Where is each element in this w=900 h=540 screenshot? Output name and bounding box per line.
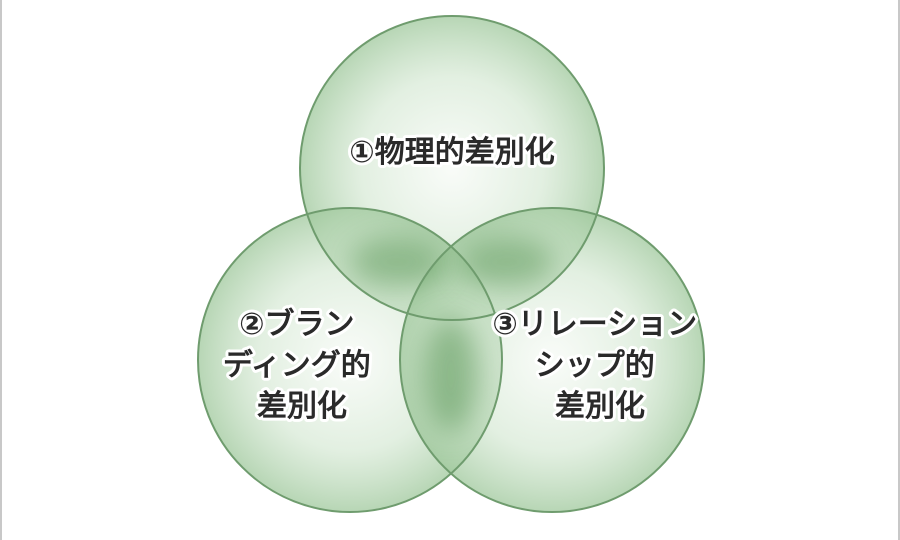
overlap-top-left (349, 236, 445, 288)
circle-physical-outline (299, 15, 605, 321)
circle-branding-outline (197, 207, 503, 513)
label-relationship-line-3: 差別化 (555, 389, 645, 424)
label-branding-differentiation: ②ブラン ディング的 差別化 (223, 307, 381, 424)
label-physical-differentiation: ①物理的差別化 (349, 135, 554, 170)
overlap-left-right (423, 317, 479, 433)
label-physical-line-1: ①物理的差別化 (349, 135, 554, 170)
circle-relationship (400, 208, 704, 512)
circle-relationship-outline (399, 207, 705, 513)
overlap-top-right (459, 236, 555, 288)
label-branding-line-3: 差別化 (257, 389, 347, 424)
label-branding-line-2: ディング的 (223, 348, 371, 383)
label-branding-line-1: ②ブラン (239, 307, 354, 342)
label-relationship-line-2: シップ的 (535, 348, 655, 383)
label-relationship-differentiation: ③リレーション シップ的 差別化 (492, 307, 707, 424)
label-relationship-line-1: ③リレーション (492, 307, 697, 342)
